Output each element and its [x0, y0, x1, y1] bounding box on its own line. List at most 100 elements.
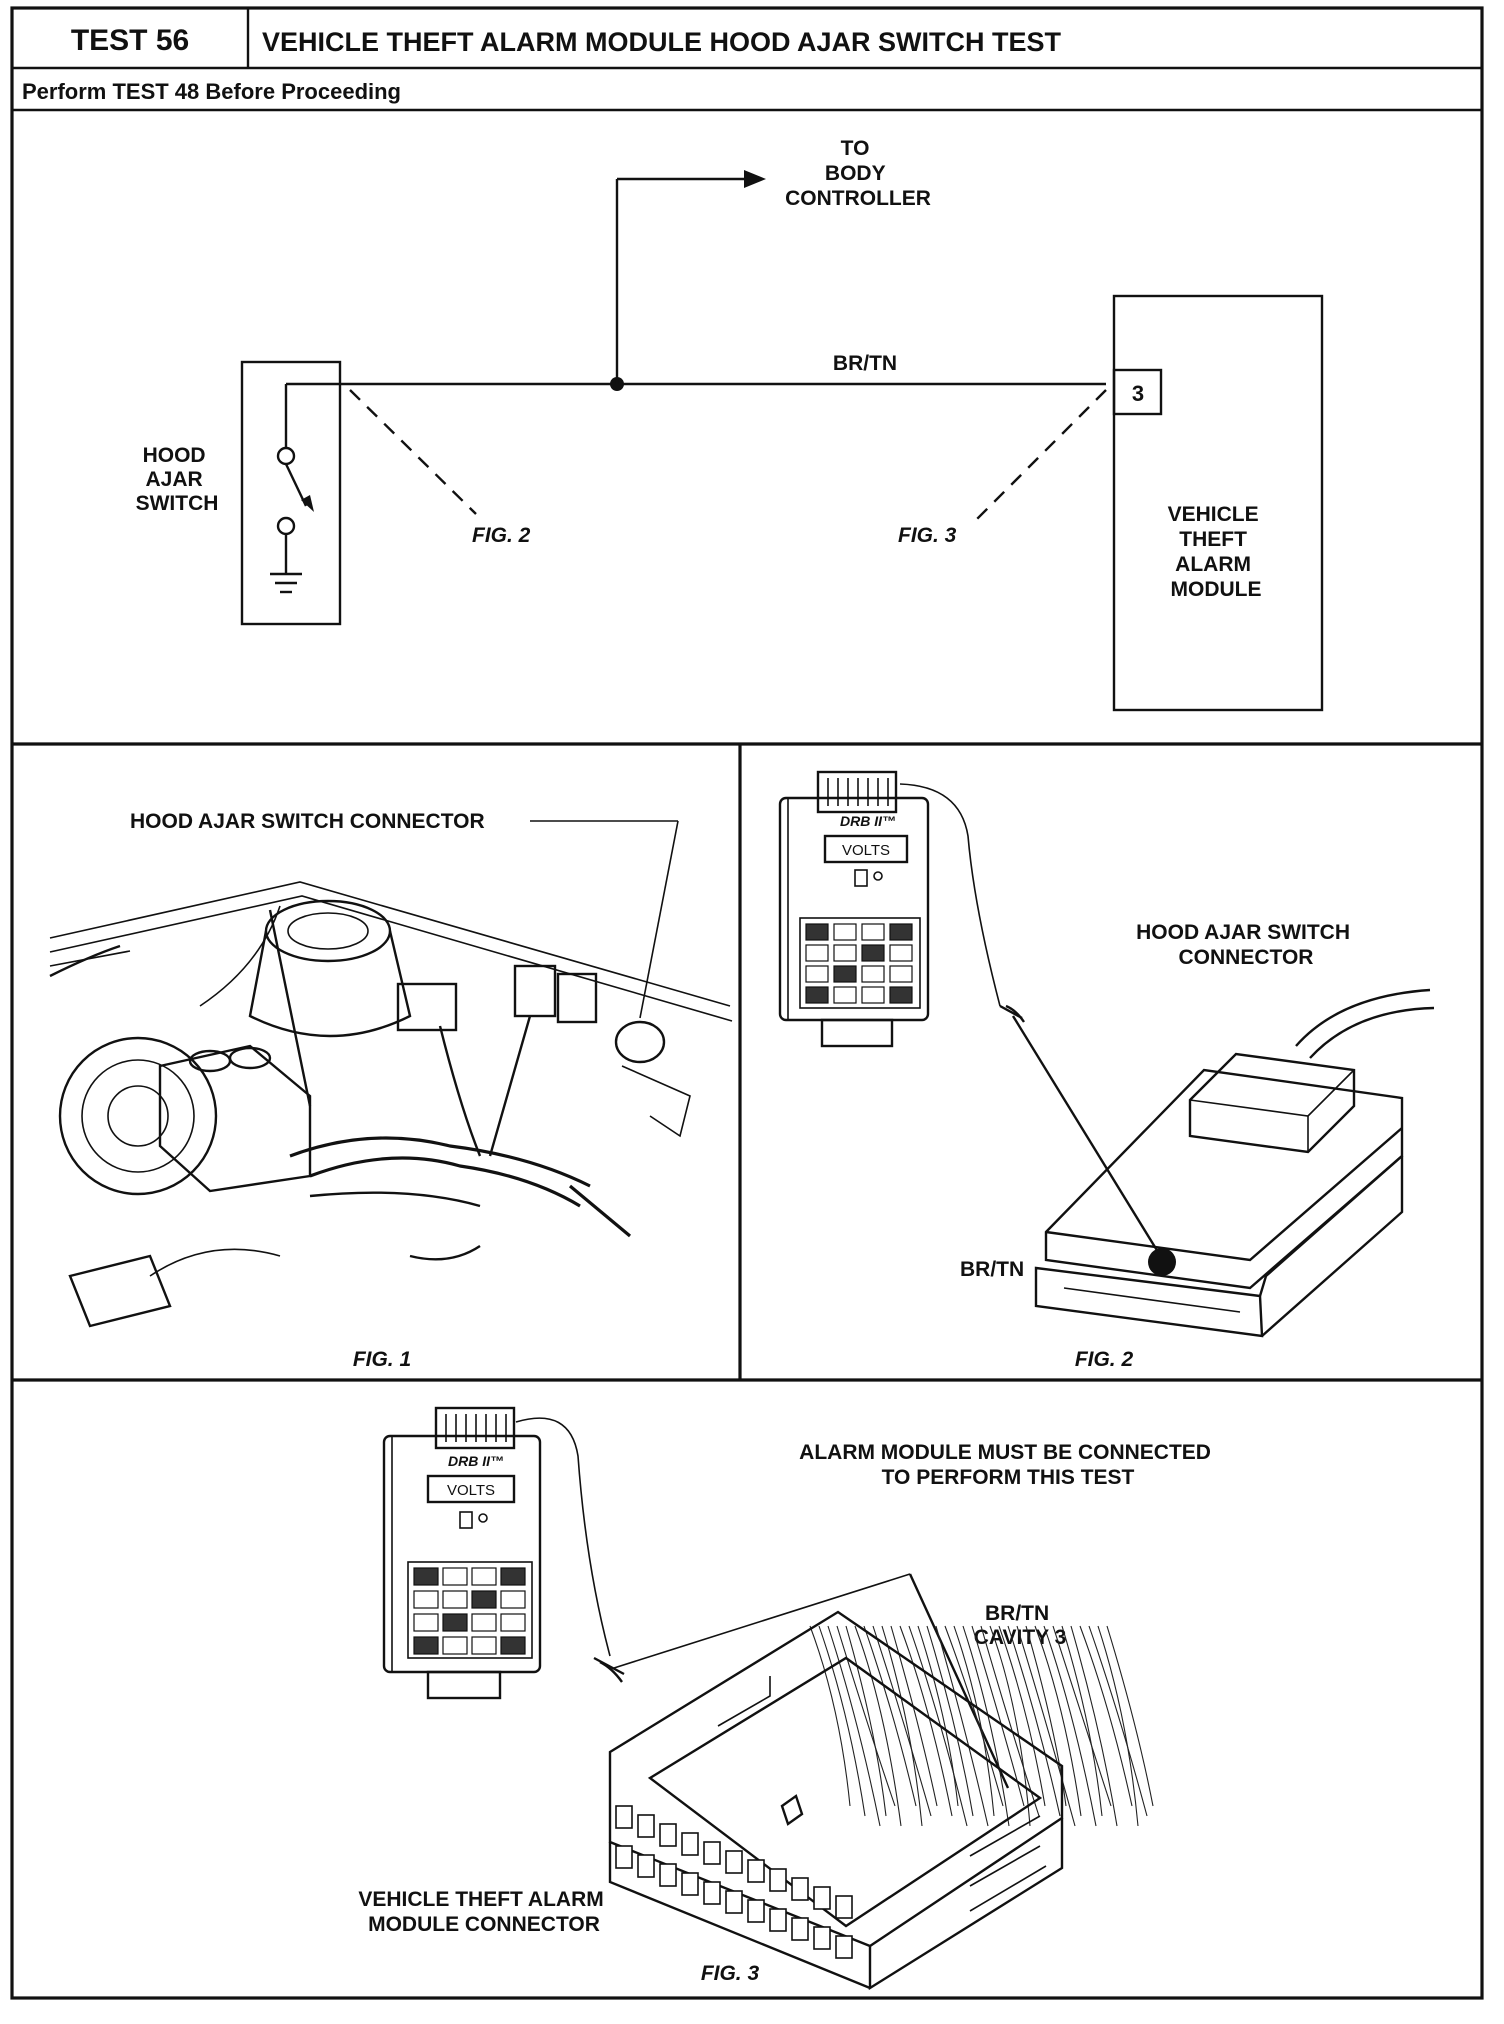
header-block: TEST 56 VEHICLE THEFT ALARM MODULE HOOD … [10, 6, 1484, 2000]
wire-strand [1052, 1625, 1112, 1807]
arrow-right-icon [744, 170, 766, 188]
wire-strand [1061, 1625, 1103, 1817]
fig3-probe-setup: DRB II™ VOLTS ALARM MODULE MUST BE CONNE… [358, 1406, 1217, 1991]
connector-cavity [813, 1886, 831, 1910]
keypad-key [413, 1567, 439, 1586]
connector-cavity [791, 1917, 809, 1941]
fig2-reference: FIG. 2 [472, 524, 531, 547]
wire-strand [890, 1625, 938, 1807]
hood-ajar-switch-box [240, 360, 342, 626]
wire-strand [1106, 1625, 1154, 1807]
connector-cavity [769, 1908, 787, 1932]
connector-cavity [615, 1845, 633, 1869]
fig2-tester-brand: DRB II™ [840, 813, 896, 829]
connector-cavity [681, 1872, 699, 1896]
connector-cavity [769, 1868, 787, 1892]
keypad-key [805, 965, 829, 983]
wire-strand [1007, 1625, 1061, 1817]
wire-strand [971, 1625, 1025, 1807]
connector-cavity [615, 1805, 633, 1829]
connector-cavity [791, 1877, 809, 1901]
fig2-caption: FIG. 2 [1075, 1348, 1134, 1371]
wire-strand [872, 1625, 932, 1817]
wire-strand [1088, 1625, 1148, 1817]
fig3-caption: FIG. 3 [701, 1962, 760, 1985]
drb-tester-fig2: DRB II™ VOLTS [778, 770, 930, 1048]
fig1-callout: HOOD AJAR SWITCH CONNECTOR [130, 810, 485, 833]
keypad-key [442, 1567, 468, 1586]
wire-strand [998, 1625, 1046, 1807]
wire-strand [935, 1625, 989, 1827]
wire-strand [899, 1625, 953, 1817]
test-title: VEHICLE THEFT ALARM MODULE HOOD AJAR SWI… [262, 27, 1061, 57]
keypad-key [889, 944, 913, 962]
test-number: TEST 56 [71, 24, 189, 57]
wire-strand [854, 1625, 902, 1827]
module-label: VEHICLE THEFT ALARM MODULE [1168, 503, 1265, 601]
keypad-key [413, 1613, 439, 1632]
connector-cavity [659, 1863, 677, 1887]
wire-strand [1097, 1625, 1139, 1827]
fig2-tester-display: VOLTS [842, 842, 890, 859]
connector-wire-hatching [809, 1625, 1154, 1827]
keypad-key [833, 923, 857, 941]
to-body-controller-label: TO BODY CONTROLLER [785, 137, 931, 210]
wire-strand [989, 1625, 1031, 1827]
connector-cavity [747, 1859, 765, 1883]
keypad-key [889, 986, 913, 1004]
wire-strand [827, 1625, 881, 1827]
terminal-number: 3 [1132, 381, 1144, 406]
keypad-key [471, 1636, 497, 1655]
fig3-note: ALARM MODULE MUST BE CONNECTED TO PERFOR… [799, 1441, 1217, 1489]
connector-cavity [637, 1854, 655, 1878]
keypad-key [471, 1590, 497, 1609]
wire-strand [836, 1625, 896, 1807]
wire-strand [845, 1625, 887, 1817]
theft-alarm-module-box [1112, 294, 1324, 712]
wire-strand [1034, 1625, 1082, 1817]
keypad-key [833, 986, 857, 1004]
wire-color-label: BR/TN [833, 352, 897, 375]
test-56-page: TEST 56 VEHICLE THEFT ALARM MODULE HOOD … [10, 6, 1484, 2000]
wire-strand [908, 1625, 968, 1827]
wire-strand [1079, 1625, 1133, 1807]
connector-cavity [725, 1850, 743, 1874]
terminal-3-box [1112, 368, 1163, 416]
wire-strand [980, 1625, 1040, 1817]
fig1-caption: FIG. 1 [353, 1348, 411, 1371]
fig2-probe-setup: DRB II™ VOLTS HOOD AJAR SWITCH CONNECTOR [778, 770, 1435, 1371]
wire-strand [944, 1625, 1004, 1807]
wire-strand [1016, 1625, 1076, 1827]
connector-cavity [637, 1814, 655, 1838]
keypad-key [861, 923, 885, 941]
keypad-key [833, 944, 857, 962]
connector-cavity [813, 1926, 831, 1950]
connector-cavity [659, 1823, 677, 1847]
hood-switch-connector [1034, 988, 1435, 1338]
wire-strand [1043, 1625, 1097, 1827]
keypad-key [442, 1590, 468, 1609]
connector-cavity [703, 1881, 721, 1905]
keypad-key [833, 965, 857, 983]
keypad-key [442, 1636, 468, 1655]
fig3-tester-brand: DRB II™ [448, 1453, 504, 1469]
fig2-keypad [805, 923, 913, 1004]
wire-strand [1025, 1625, 1067, 1807]
module-connector [608, 1610, 1154, 1991]
fig2-connector-label: HOOD AJAR SWITCH CONNECTOR [1136, 921, 1356, 969]
keypad-key [889, 923, 913, 941]
wire-strand [818, 1625, 866, 1817]
fig3-reference: FIG. 3 [898, 524, 957, 547]
keypad-key [442, 1613, 468, 1632]
connector-cavity [725, 1890, 743, 1914]
keypad-key [805, 923, 829, 941]
fig3-tester-display: VOLTS [447, 1482, 495, 1499]
keypad-key [889, 965, 913, 983]
fig1-engine-bay: HOOD AJAR SWITCH CONNECTOR [49, 810, 733, 1371]
service-manual-sheet: TEST 56 VEHICLE THEFT ALARM MODULE HOOD … [10, 6, 1484, 2000]
wire-strand [1070, 1625, 1118, 1827]
keypad-key [805, 986, 829, 1004]
keypad-key [413, 1636, 439, 1655]
wire-strand [863, 1625, 917, 1807]
drb-tester-fig3: DRB II™ VOLTS [382, 1406, 542, 1700]
